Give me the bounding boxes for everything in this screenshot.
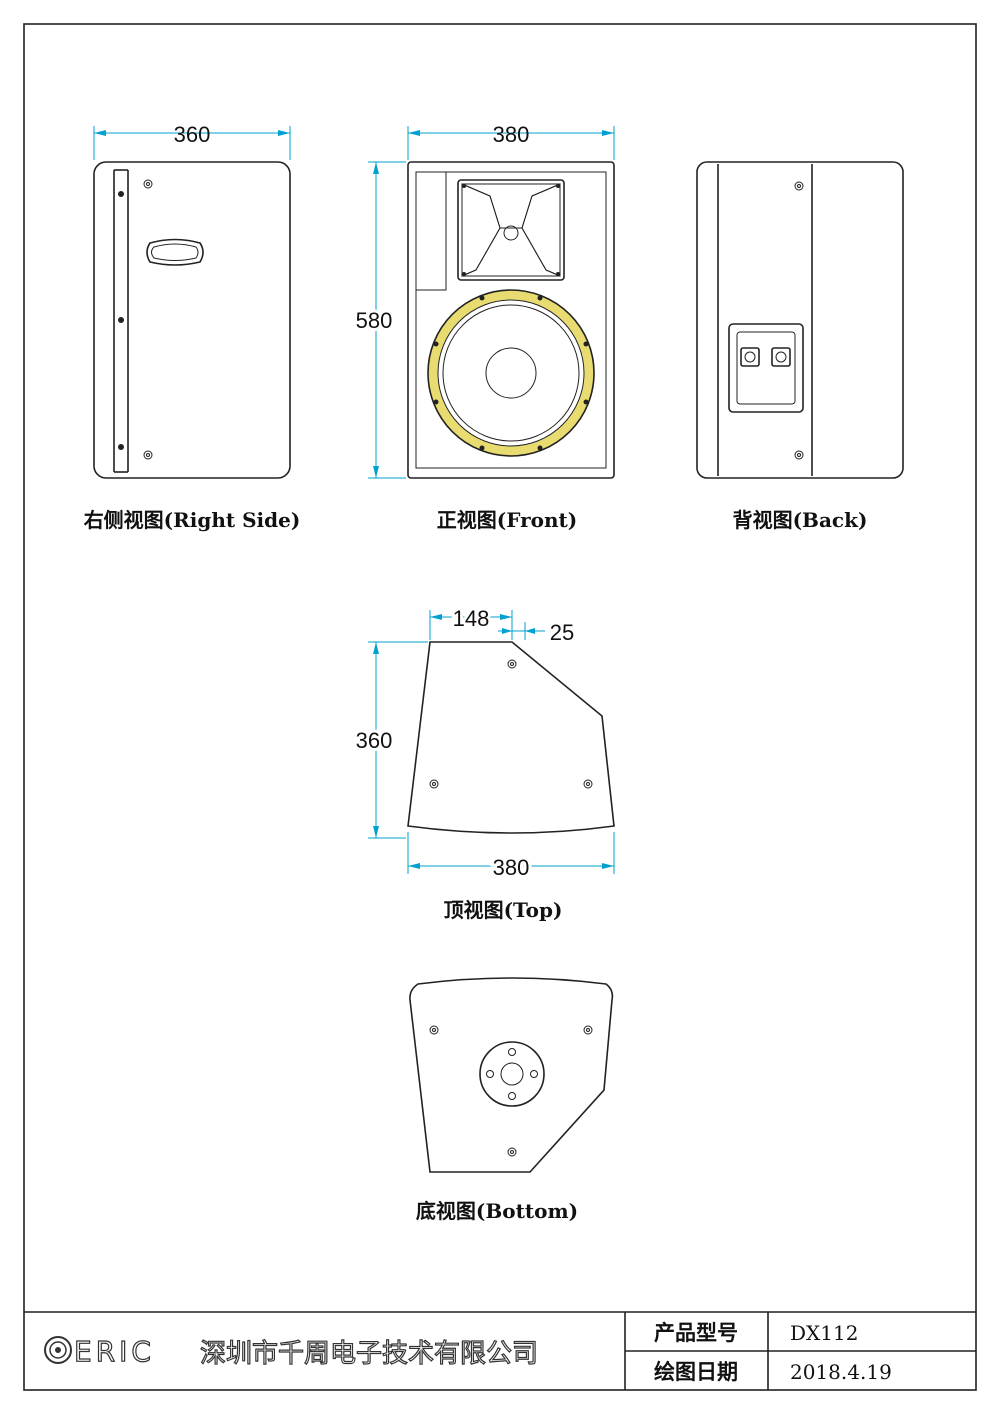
company-name: 深圳市千周电子技术有限公司 [200, 1339, 538, 1369]
title-block: ERIC 深圳市千周电子技术有限公司 产品型号 DX112 绘图日期 2018.… [24, 1311, 976, 1390]
top-view: 148 25 360 380 [353, 603, 615, 883]
model-value: DX112 [790, 1321, 858, 1345]
top-offset-dim: 148 [453, 606, 490, 631]
logo-text: ERIC [74, 1335, 155, 1368]
right-side-label: 右侧视图(Right Side) [84, 508, 301, 532]
top-label: 顶视图(Top) [444, 898, 563, 922]
back-label: 背视图(Back) [733, 508, 868, 532]
model-label: 产品型号 [654, 1320, 738, 1345]
right-side-view: 360 [93, 122, 291, 479]
front-width-dim: 380 [493, 122, 530, 147]
back-view [696, 161, 904, 479]
top-width-dim: 380 [493, 855, 530, 880]
top-small-dim: 25 [550, 620, 574, 645]
side-width-dim: 360 [174, 122, 211, 147]
bottom-label: 底视图(Bottom) [416, 1199, 578, 1223]
top-depth-dim: 360 [356, 728, 393, 753]
sheet-border [23, 23, 977, 1391]
date-label: 绘图日期 [654, 1359, 738, 1384]
date-value: 2018.4.19 [790, 1360, 892, 1384]
bottom-view [409, 977, 614, 1173]
front-height-dim: 580 [356, 308, 393, 333]
front-label: 正视图(Front) [437, 508, 577, 532]
company-logo: ERIC [44, 1334, 155, 1369]
front-view: 380 580 [353, 122, 615, 479]
